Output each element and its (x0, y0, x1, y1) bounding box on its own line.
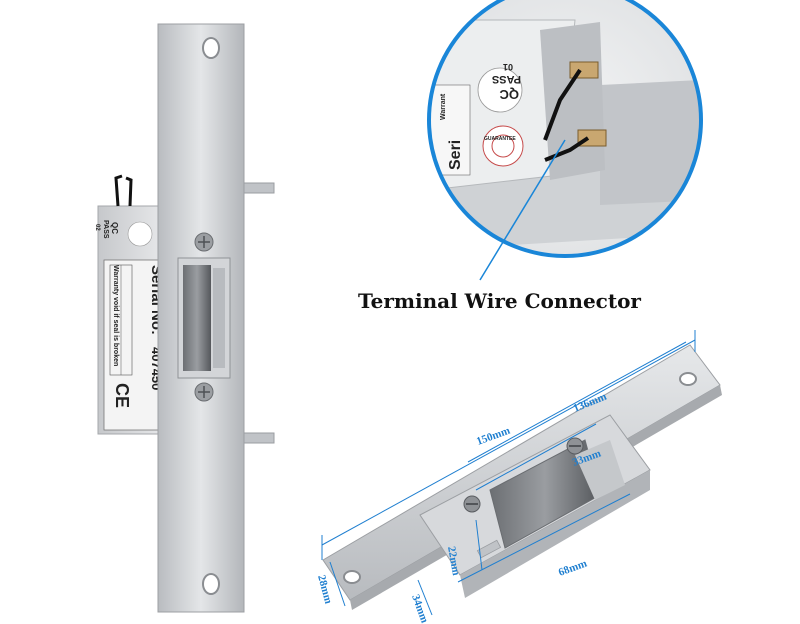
pass-text-zoom: PASS (492, 73, 521, 85)
vertical-strike: Serial No: 407450 Warranty void if seal … (94, 23, 275, 613)
qc-text-left: QC (110, 222, 119, 234)
qc-text-zoom: QC (499, 87, 519, 102)
dim-height-small: 22mm (445, 545, 462, 576)
code-zoom: 01 (503, 62, 513, 72)
angled-strike: 150mm 136mm 33mm 22mm 68mm 28mm 34mm (315, 330, 722, 624)
dim-body-length: 68mm (557, 558, 589, 579)
zoom-callout: Seri Warrant QC PASS 01 GUARANTEE (427, 0, 703, 281)
code-left: 02 (94, 224, 100, 231)
warranty-partial-zoom: Warrant (440, 93, 447, 120)
ce-mark: CE (112, 383, 132, 408)
callout-label: Terminal Wire Connector (358, 289, 641, 313)
warranty-text: Warranty void if seal is broken (112, 265, 119, 366)
dim-depth: 34mm (409, 593, 430, 624)
serial-partial-zoom: Seri (447, 140, 464, 170)
pass-text-left: PASS (102, 220, 109, 239)
guarantee-text: GUARANTEE (484, 136, 516, 142)
dim-length-total: 150mm (475, 425, 512, 448)
dim-plate-width: 28mm (315, 574, 334, 605)
